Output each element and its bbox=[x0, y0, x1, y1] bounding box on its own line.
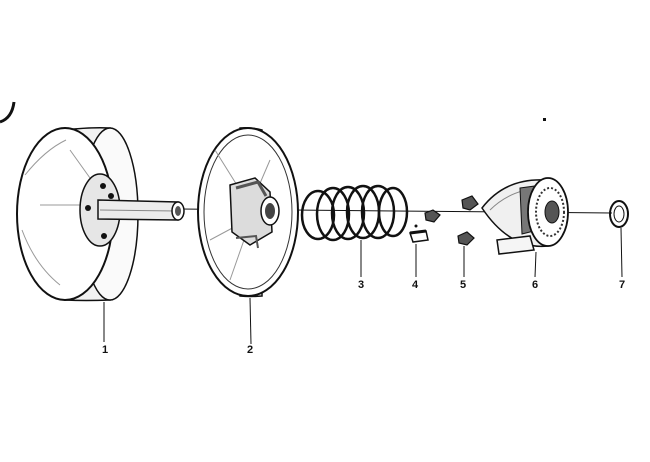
label-part-5: 5 bbox=[460, 279, 466, 291]
part-5-roller-bushings bbox=[424, 195, 479, 246]
part-7-retaining-ring bbox=[609, 200, 629, 228]
part-1-fixed-sheave bbox=[16, 127, 185, 302]
label-part-3: 3 bbox=[358, 279, 364, 291]
leader-lines bbox=[103, 227, 623, 345]
part-6-spider-cover bbox=[481, 177, 569, 255]
part-4-key bbox=[408, 224, 429, 243]
label-part-2: 2 bbox=[247, 344, 253, 356]
label-part-4: 4 bbox=[412, 279, 419, 291]
part-3-spring bbox=[300, 184, 409, 242]
label-part-1: 1 bbox=[102, 344, 108, 356]
label-part-6: 6 bbox=[532, 279, 538, 291]
speck-mark bbox=[543, 118, 546, 121]
corner-mark bbox=[0, 101, 16, 124]
label-part-7: 7 bbox=[619, 279, 625, 291]
part-2-movable-sheave bbox=[197, 127, 299, 298]
